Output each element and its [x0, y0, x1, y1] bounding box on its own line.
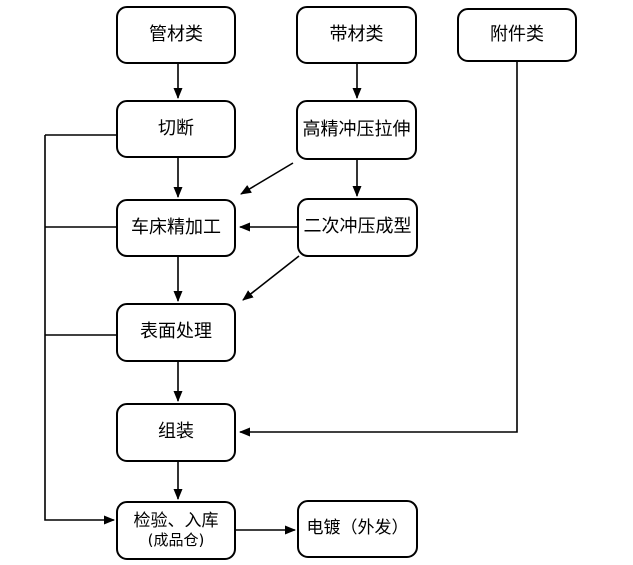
node-lathe-finishing-label: 车床精加工	[131, 216, 221, 238]
node-strip-material: 带材类	[296, 6, 417, 64]
node-secondary-stamping: 二次冲压成型	[297, 198, 418, 257]
node-strip-material-label: 带材类	[329, 23, 384, 45]
node-lathe-finishing: 车床精加工	[116, 199, 236, 257]
node-surface-treatment-label: 表面处理	[140, 321, 212, 343]
node-precision-stamping-drawing: 高精冲压拉伸	[296, 100, 417, 160]
node-cutting-label: 切断	[158, 117, 194, 139]
node-electroplating-outsourced: 电镀（外发）	[297, 500, 418, 558]
node-assembly-label: 组装	[158, 421, 194, 443]
edge-accessory-to-assembly	[239, 62, 518, 437]
node-pipe-material: 管材类	[116, 6, 236, 64]
node-accessory: 附件类	[457, 8, 577, 62]
node-accessory-label: 附件类	[490, 23, 544, 45]
edge-stamp-to-lathe	[240, 162, 294, 195]
node-pipe-material-label: 管材类	[149, 23, 203, 45]
node-inspection-warehousing: 检验、入库 (成品仓)	[116, 501, 236, 560]
node-assembly: 组装	[116, 403, 236, 462]
node-electroplating-outsourced-label: 电镀（外发）	[306, 518, 409, 539]
node-secondary-stamping-label: 二次冲压成型	[303, 216, 412, 238]
node-inspection-warehousing-label: 检验、入库	[133, 511, 219, 532]
node-inspection-warehousing-sublabel: (成品仓)	[147, 530, 205, 549]
node-surface-treatment: 表面处理	[116, 303, 236, 362]
edge-secondary-to-surface	[242, 255, 300, 301]
edge-trunk-to-inspect	[44, 135, 115, 525]
node-cutting: 切断	[116, 100, 236, 158]
node-precision-stamping-drawing-label: 高精冲压拉伸	[302, 118, 411, 140]
